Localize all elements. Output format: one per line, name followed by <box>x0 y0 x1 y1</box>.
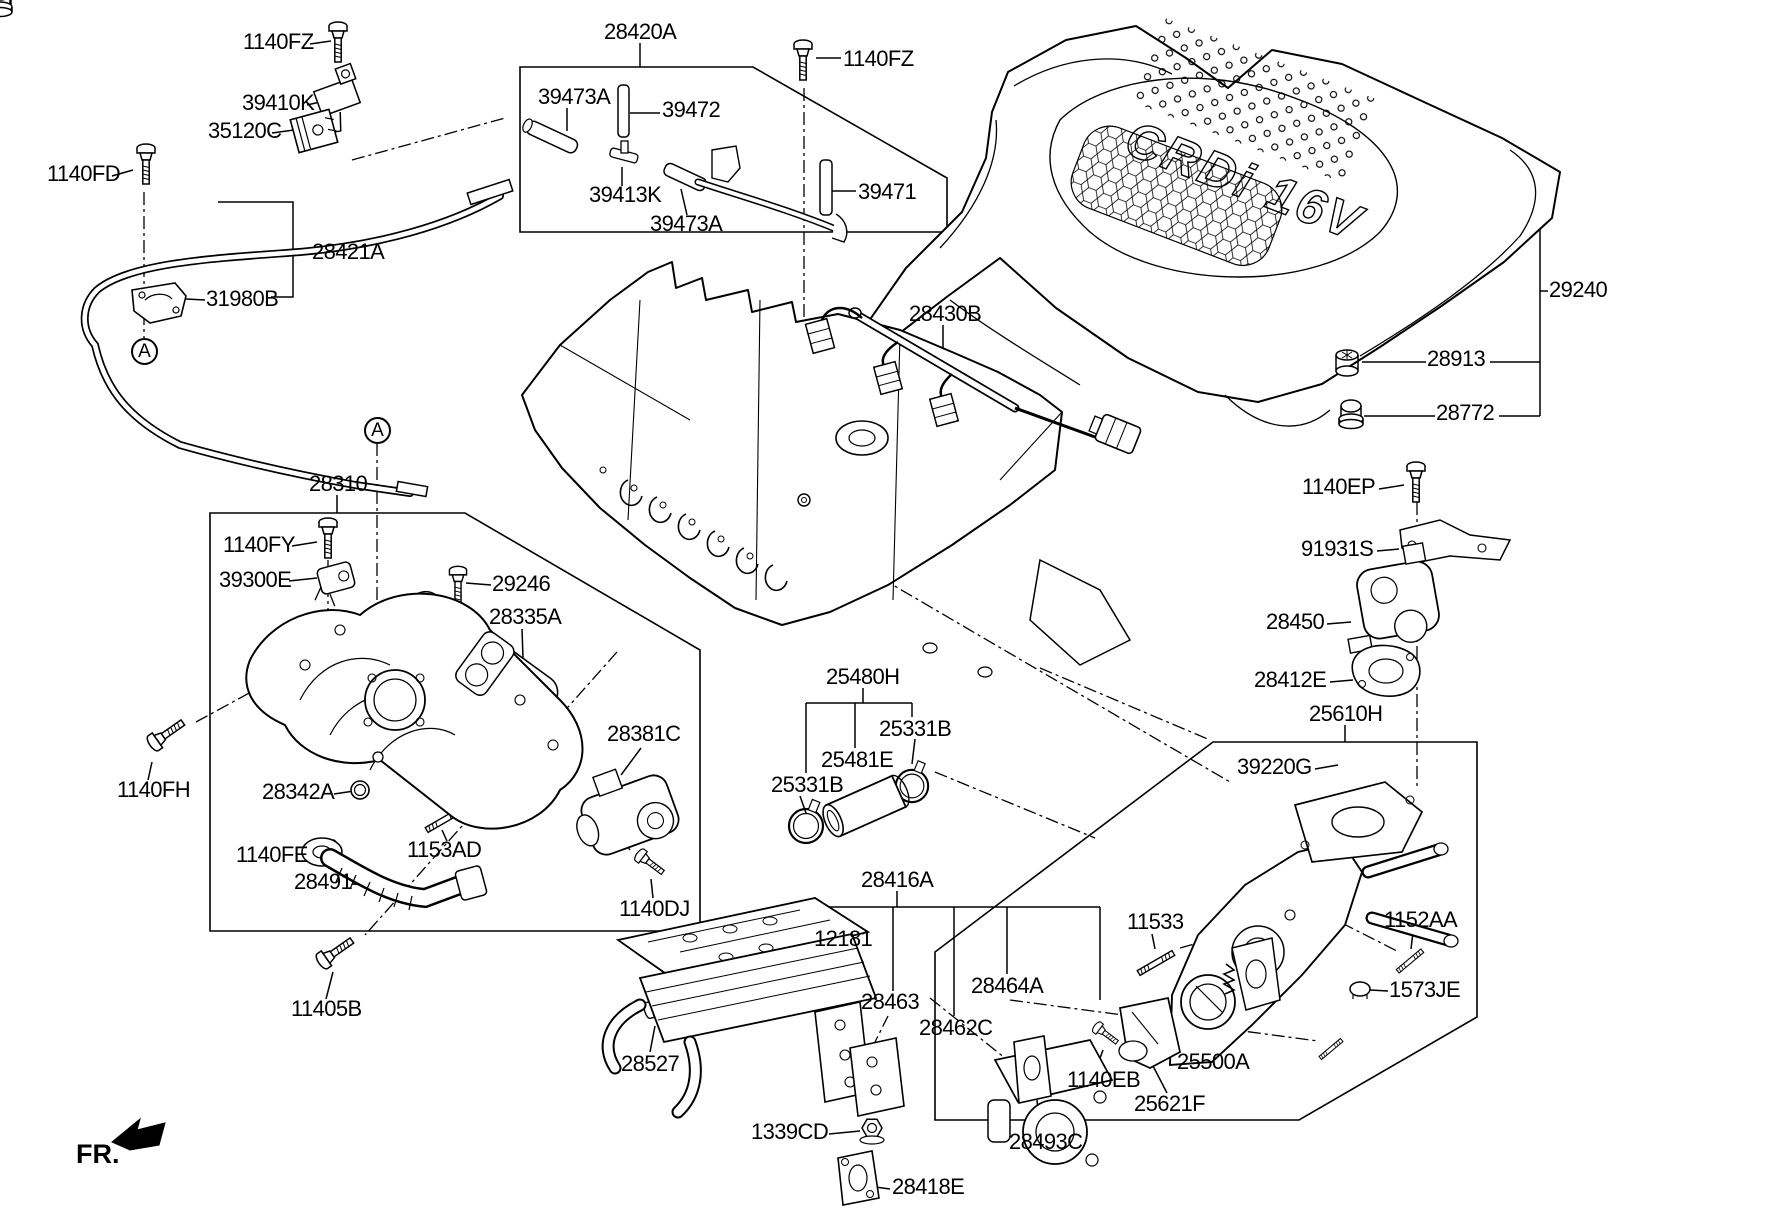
match-marker-A-1: A <box>131 338 158 365</box>
part-label-1140FZ[interactable]: 1140FZ <box>243 29 314 54</box>
part-label-39300E[interactable]: 39300E <box>219 567 292 592</box>
part-label-1140FH[interactable]: 1140FH <box>117 777 191 802</box>
part-label-28310[interactable]: 28310 <box>309 471 368 496</box>
part-label-28493C[interactable]: 28493C <box>1009 1129 1083 1154</box>
part-label-28421A[interactable]: 28421A <box>312 239 385 264</box>
part-label-25481E[interactable]: 25481E <box>821 747 894 772</box>
part-label-39473A[interactable]: 39473A <box>538 84 611 109</box>
oring-28342A-drawing <box>350 780 370 800</box>
part-label-29246[interactable]: 29246 <box>492 571 551 596</box>
part-label-25500A[interactable]: 25500A <box>1177 1049 1250 1074</box>
part-label-25331B[interactable]: 25331B <box>879 716 952 741</box>
gasket-28463-drawing <box>849 1037 905 1117</box>
part-label-1152AA[interactable]: 1152AA <box>1384 907 1458 932</box>
part-label-1140FE[interactable]: 1140FE <box>236 842 308 867</box>
hose-39472-drawing <box>617 84 630 138</box>
part-label-28491[interactable]: 28491 <box>294 869 353 894</box>
part-label-28342A[interactable]: 28342A <box>262 779 335 804</box>
part-label-28420A[interactable]: 28420A <box>604 19 677 44</box>
grommet-28772-drawing <box>0 0 13 18</box>
part-label-28772[interactable]: 28772 <box>1436 400 1495 425</box>
bracket-31980B-drawing <box>131 282 187 324</box>
part-label-39472[interactable]: 39472 <box>662 97 721 122</box>
hose-39471-drawing <box>819 159 833 216</box>
part-label-28913[interactable]: 28913 <box>1427 346 1486 371</box>
part-label-1153AD[interactable]: 1153AD <box>407 837 482 862</box>
box-28310 <box>209 512 701 932</box>
manifold-flange-drawing <box>455 631 515 696</box>
box-25610H <box>934 741 1478 1121</box>
part-label-28462C[interactable]: 28462C <box>919 1015 993 1040</box>
part-label-1339CD[interactable]: 1339CD <box>751 1119 829 1144</box>
egr-valve-28450-drawing <box>1347 519 1512 697</box>
part-label-25480H[interactable]: 25480H <box>826 664 900 689</box>
valve-35120C-drawing <box>289 108 339 154</box>
intake-manifold-28310-drawing <box>245 561 680 911</box>
sensor-39300E-drawing <box>314 561 356 601</box>
part-label-31980B[interactable]: 31980B <box>206 286 279 311</box>
part-label-39471[interactable]: 39471 <box>858 179 917 204</box>
part-label-25610H[interactable]: 25610H <box>1309 701 1383 726</box>
part-label-39413K[interactable]: 39413K <box>589 182 662 207</box>
part-label-39473A[interactable]: 39473A <box>650 211 723 236</box>
part-label-1140FZ[interactable]: 1140FZ <box>843 46 914 71</box>
fasteners <box>136 21 1426 1145</box>
fr-label: FR. <box>76 1139 120 1169</box>
tee-39413K-drawing <box>609 140 639 164</box>
gasket-28418E-drawing <box>837 1150 880 1206</box>
part-label-28527[interactable]: 28527 <box>621 1051 680 1076</box>
egr-valve-28381C-drawing <box>576 768 680 856</box>
part-label-11533[interactable]: 11533 <box>1127 909 1184 934</box>
gasket-28412E-drawing <box>1351 644 1421 697</box>
part-label-1140FY[interactable]: 1140FY <box>223 532 295 557</box>
harness-28430B-drawing <box>804 306 1142 455</box>
box-28420A <box>519 66 948 233</box>
gasket-28493C-drawing <box>1013 1035 1052 1104</box>
part-label-28463[interactable]: 28463 <box>861 989 920 1014</box>
match-marker-A-2: A <box>364 417 391 444</box>
water-outlet-25610H-drawing <box>1118 781 1459 1069</box>
egr-cooler-28416A-drawing <box>601 897 1114 1206</box>
fr-direction-arrow <box>111 1117 166 1151</box>
part-label-1140EP[interactable]: 1140EP <box>1302 474 1376 499</box>
part-label-28430B[interactable]: 28430B <box>909 301 982 326</box>
part-label-28412E[interactable]: 28412E <box>1254 667 1327 692</box>
part-label-28416A[interactable]: 28416A <box>861 867 934 892</box>
part-label-1140FD[interactable]: 1140FD <box>47 161 121 186</box>
part-label-12181[interactable]: 12181 <box>814 926 873 951</box>
plug-1573JE-drawing <box>1349 981 1371 997</box>
hose-parts-28420A <box>522 84 848 243</box>
thermostat-25500A-drawing <box>1180 963 1236 1030</box>
part-label-28464A[interactable]: 28464A <box>971 973 1044 998</box>
part-label-28381C[interactable]: 28381C <box>607 721 681 746</box>
part-label-1140DJ[interactable]: 1140DJ <box>619 896 690 921</box>
group-boxes <box>209 66 1478 1121</box>
part-label-25331B[interactable]: 25331B <box>771 772 844 797</box>
part-label-11405B[interactable]: 11405B <box>291 996 362 1021</box>
part-label-1573JE[interactable]: 1573JE <box>1389 977 1461 1002</box>
part-label-28450[interactable]: 28450 <box>1266 609 1325 634</box>
part-label-35120C[interactable]: 35120C <box>208 118 282 143</box>
part-label-39410K[interactable]: 39410K <box>242 90 315 115</box>
part-label-28418E[interactable]: 28418E <box>892 1174 965 1199</box>
part-label-91931S[interactable]: 91931S <box>1301 536 1374 561</box>
part-label-25621F[interactable]: 25621F <box>1134 1091 1206 1116</box>
part-label-29240[interactable]: 29240 <box>1549 277 1608 302</box>
part-label-1140EB[interactable]: 1140EB <box>1067 1067 1141 1092</box>
part-label-28335A[interactable]: 28335A <box>489 604 562 629</box>
thermostat-gasket-drawing <box>1231 937 1281 1011</box>
vacuum-pipe-28421A-drawing <box>80 178 514 498</box>
hose-group-25480H-drawing <box>787 759 930 845</box>
hose-25481E-drawing <box>822 774 910 838</box>
engine-cover-29240-drawing: CRDi 16V <box>857 16 1561 431</box>
part-label-39220G[interactable]: 39220G <box>1237 754 1312 779</box>
